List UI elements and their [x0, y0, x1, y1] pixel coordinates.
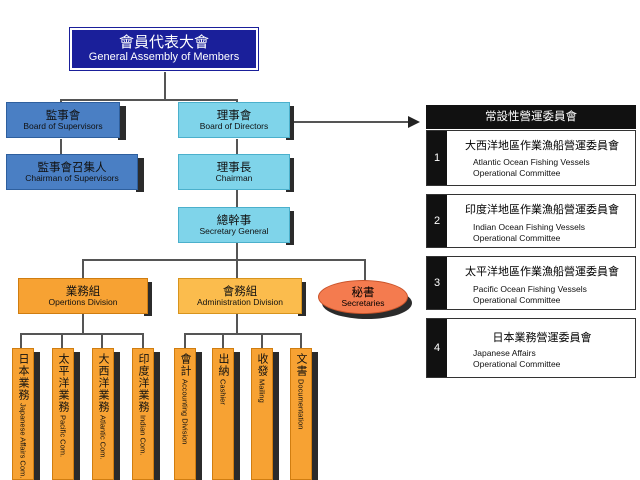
committee-en: Operational Committee: [473, 168, 561, 178]
connector-drop: [142, 333, 144, 349]
connector-admin-bar: [184, 333, 302, 335]
ops-unit-en: Indian Com.: [138, 415, 148, 456]
ops-unit-zh: 日本業務: [17, 353, 30, 401]
admin-unit-en: Accounting Division: [180, 379, 190, 445]
board-of-directors-box: 理事會 Board of Directors: [178, 102, 290, 138]
connector-top-bar: [60, 99, 238, 101]
committee-number: 3: [427, 257, 447, 309]
committee-en: Operational Committee: [473, 359, 561, 369]
committee-item: 4 日本業務營運委員會 Japanese Affairs Operational…: [426, 318, 636, 378]
arrow-line: [290, 121, 412, 123]
connector-dir-chair: [236, 139, 238, 155]
chairman-en: Chairman: [215, 172, 253, 183]
admin-unit-en: Cashier: [218, 379, 228, 405]
committee-number: 1: [427, 131, 447, 185]
administration-en: Administration Division: [197, 296, 283, 307]
ops-unit-pacific: 太平洋業務 Pacific Com.: [52, 348, 74, 480]
admin-unit-zh: 會計: [179, 353, 192, 377]
chairman-supervisors-en: Chairman of Supervisors: [25, 172, 119, 183]
connector-drop: [300, 333, 302, 349]
admin-unit-en: Mailing: [257, 379, 267, 403]
admin-unit-accounting: 會計 Accounting Division: [174, 348, 196, 480]
admin-unit-mailing: 收發 Mailing: [251, 348, 273, 480]
directors-en: Board of Directors: [199, 120, 269, 131]
operations-division-box: 業務組 Opertions Division: [18, 278, 148, 314]
secretaries-en: Secretaries: [341, 297, 385, 308]
ops-unit-en: Pacific Com.: [58, 415, 68, 458]
chairman-zh: 理事長: [216, 159, 252, 174]
general-assembly-box: 會員代表大會 General Assembly of Members: [69, 27, 259, 71]
ops-unit-japanese: 日本業務 Japanese Affairs Com.: [12, 348, 34, 480]
secretary-general-box: 總幹事 Secretary General: [178, 207, 290, 243]
committee-zh: 日本業務營運委員會: [492, 331, 592, 344]
connector-division-bar: [82, 259, 366, 261]
operations-zh: 業務組: [65, 283, 101, 298]
assembly-en: General Assembly of Members: [88, 51, 240, 64]
committee-en: Operational Committee: [473, 233, 561, 243]
committee-panel-title: 常設性營運委員會: [426, 105, 636, 129]
admin-unit-documentation: 文書 Documentation: [290, 348, 312, 480]
ops-unit-indian: 印度洋業務 Indian Com.: [132, 348, 154, 480]
connector-to-ops: [82, 259, 84, 279]
connector-admin-down: [236, 314, 238, 334]
admin-unit-cashier: 出納 Cashier: [212, 348, 234, 480]
admin-unit-en: Documentation: [296, 379, 306, 430]
committee-en: Pacific Ocean Fishing Vessels: [473, 284, 587, 294]
chairman-supervisors-zh: 監事會召集人: [37, 159, 107, 174]
committee-en: Japanese Affairs: [473, 348, 536, 358]
connector-to-admin: [236, 259, 238, 279]
committee-zh: 印度洋地區作業漁船營運委員會: [465, 203, 619, 216]
secretary-general-zh: 總幹事: [216, 212, 252, 227]
committee-item: 1 大西洋地區作業漁船營運委員會 Atlantic Ocean Fishing …: [426, 130, 636, 186]
arrow-head-icon: [408, 116, 420, 128]
connector-drop: [20, 333, 22, 349]
connector-assembly-down: [164, 72, 166, 100]
committee-item: 2 印度洋地區作業漁船營運委員會 Indian Ocean Fishing Ve…: [426, 194, 636, 248]
connector-drop: [61, 333, 63, 349]
directors-zh: 理事會: [216, 107, 252, 122]
connector-ops-bar: [20, 333, 144, 335]
admin-unit-zh: 出納: [217, 353, 230, 377]
ops-unit-zh: 大西洋業務: [97, 353, 110, 413]
connector-ops-down: [82, 314, 84, 334]
committee-en: Operational Committee: [473, 295, 561, 305]
connector-drop: [184, 333, 186, 349]
committee-number: 4: [427, 319, 447, 377]
assembly-zh: 會員代表大會: [118, 33, 209, 52]
supervisors-en: Board of Supervisors: [23, 120, 103, 131]
ops-unit-atlantic: 大西洋業務 Atlantic Com.: [92, 348, 114, 480]
committee-number: 2: [427, 195, 447, 247]
connector-drop: [101, 333, 103, 349]
connector-chair-sg: [236, 190, 238, 208]
admin-unit-zh: 文書: [295, 353, 308, 377]
secretaries-zh: 秘書: [351, 284, 375, 299]
ops-unit-zh: 太平洋業務: [57, 353, 70, 413]
committee-item: 3 太平洋地區作業漁船營運委員會 Pacific Ocean Fishing V…: [426, 256, 636, 310]
committee-zh: 太平洋地區作業漁船營運委員會: [465, 265, 619, 278]
ops-unit-en: Atlantic Com.: [98, 415, 108, 460]
connector-sg-down: [236, 243, 238, 260]
chairman-box: 理事長 Chairman: [178, 154, 290, 190]
administration-zh: 會務組: [222, 283, 258, 298]
ops-unit-zh: 印度洋業務: [137, 353, 150, 413]
connector-drop: [222, 333, 224, 349]
ops-unit-en: Japanese Affairs Com.: [18, 403, 28, 479]
committee-zh: 大西洋地區作業漁船營運委員會: [465, 139, 619, 152]
secretary-general-en: Secretary General: [199, 225, 269, 236]
connector-sup-chair: [60, 139, 62, 155]
supervisors-zh: 監事會: [45, 107, 81, 122]
board-of-supervisors-box: 監事會 Board of Supervisors: [6, 102, 120, 138]
committee-en: Indian Ocean Fishing Vessels: [473, 222, 585, 232]
chairman-of-supervisors-box: 監事會召集人 Chairman of Supervisors: [6, 154, 138, 190]
administration-division-box: 會務組 Administration Division: [178, 278, 302, 314]
committee-en: Atlantic Ocean Fishing Vessels: [473, 157, 590, 167]
secretaries-oval: 秘書 Secretaries: [318, 280, 408, 314]
connector-drop: [261, 333, 263, 349]
connector-to-secretaries: [364, 259, 366, 281]
admin-unit-zh: 收發: [256, 353, 269, 377]
operations-en: Opertions Division: [48, 296, 118, 307]
